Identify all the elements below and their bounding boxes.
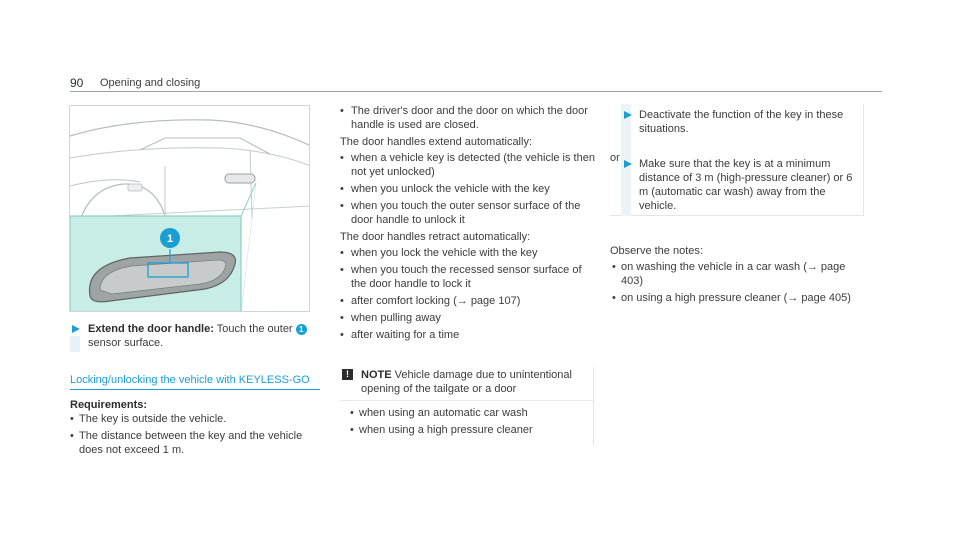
- list-item: on using a high pressure cleaner (→ page…: [612, 291, 864, 305]
- note-label: NOTE: [361, 369, 392, 381]
- callout-1-icon: [160, 228, 180, 248]
- list-item: when you touch the outer sensor surface …: [340, 199, 595, 227]
- note-header: ! NOTE Vehicle damage due to unintention…: [340, 367, 593, 401]
- note-box: ! NOTE Vehicle damage due to unintention…: [340, 367, 594, 445]
- action-text: Deactivate the function of the key in th…: [639, 109, 844, 135]
- list-item: The key is outside the vehicle.: [70, 412, 325, 426]
- car-door-drawing: 1: [70, 119, 309, 311]
- requirements-label: Requirements:: [70, 399, 148, 411]
- page-number: 90: [70, 76, 84, 90]
- observe-block: Observe the notes: on washing the vehicl…: [610, 244, 864, 308]
- step-text-b: sensor surface.: [88, 337, 164, 349]
- list-item: The distance between the key and the veh…: [70, 429, 325, 457]
- column-two: The driver's door and the door on which …: [340, 104, 595, 345]
- extend-paragraph: The door handles extend automatically:: [340, 136, 533, 148]
- step-text-a: Touch the outer: [216, 323, 293, 335]
- action-step: Make sure that the key is at a minimum d…: [624, 157, 854, 213]
- step-bar: [70, 336, 80, 352]
- action-arrow-icon: [624, 160, 632, 168]
- page-title: Opening and closing: [100, 77, 201, 89]
- list-item: after comfort locking (→ page 107): [340, 294, 595, 308]
- figure-callout-number: 1: [167, 233, 173, 245]
- list-item: after waiting for a time: [340, 328, 595, 342]
- door-handle-illustration: 1: [69, 105, 310, 312]
- column-three: Deactivate the function of the key in th…: [610, 104, 864, 216]
- warning-icon: !: [342, 369, 353, 380]
- observe-paragraph: Observe the notes:: [610, 245, 703, 257]
- page-header: 90 Opening and closing: [70, 76, 882, 92]
- list-item: when using an automatic car wash: [350, 406, 593, 420]
- action-step: Deactivate the function of the key in th…: [624, 108, 854, 136]
- list-item: when you lock the vehicle with the key: [340, 246, 595, 260]
- requirements-block: Requirements: The key is outside the veh…: [70, 398, 325, 460]
- callout-badge-icon: 1: [295, 324, 307, 335]
- retract-paragraph: The door handles retract automatically:: [340, 231, 531, 243]
- list-item: when you unlock the vehicle with the key: [340, 182, 595, 196]
- list-item: when you touch the recessed sensor surfa…: [340, 263, 595, 291]
- action-text: Make sure that the key is at a minimum d…: [639, 158, 853, 212]
- action-arrow-icon: [72, 325, 80, 333]
- section-heading: Locking/unlocking the vehicle with KEYLE…: [70, 373, 320, 390]
- extend-handle-step: Extend the door handle: Touch the outer …: [70, 322, 320, 352]
- list-item: when pulling away: [340, 311, 595, 325]
- list-item: The driver's door and the door on which …: [340, 104, 595, 132]
- action-arrow-icon: [624, 111, 632, 119]
- action-box: Deactivate the function of the key in th…: [610, 104, 864, 216]
- step-label: Extend the door handle:: [88, 323, 214, 335]
- note-text: Vehicle damage due to unintentional open…: [361, 369, 572, 395]
- or-text: or: [610, 152, 620, 164]
- list-item: when a vehicle key is detected (the vehi…: [340, 151, 595, 179]
- list-item: when using a high pressure cleaner: [350, 423, 593, 437]
- list-item: on washing the vehicle in a car wash (→ …: [612, 260, 864, 288]
